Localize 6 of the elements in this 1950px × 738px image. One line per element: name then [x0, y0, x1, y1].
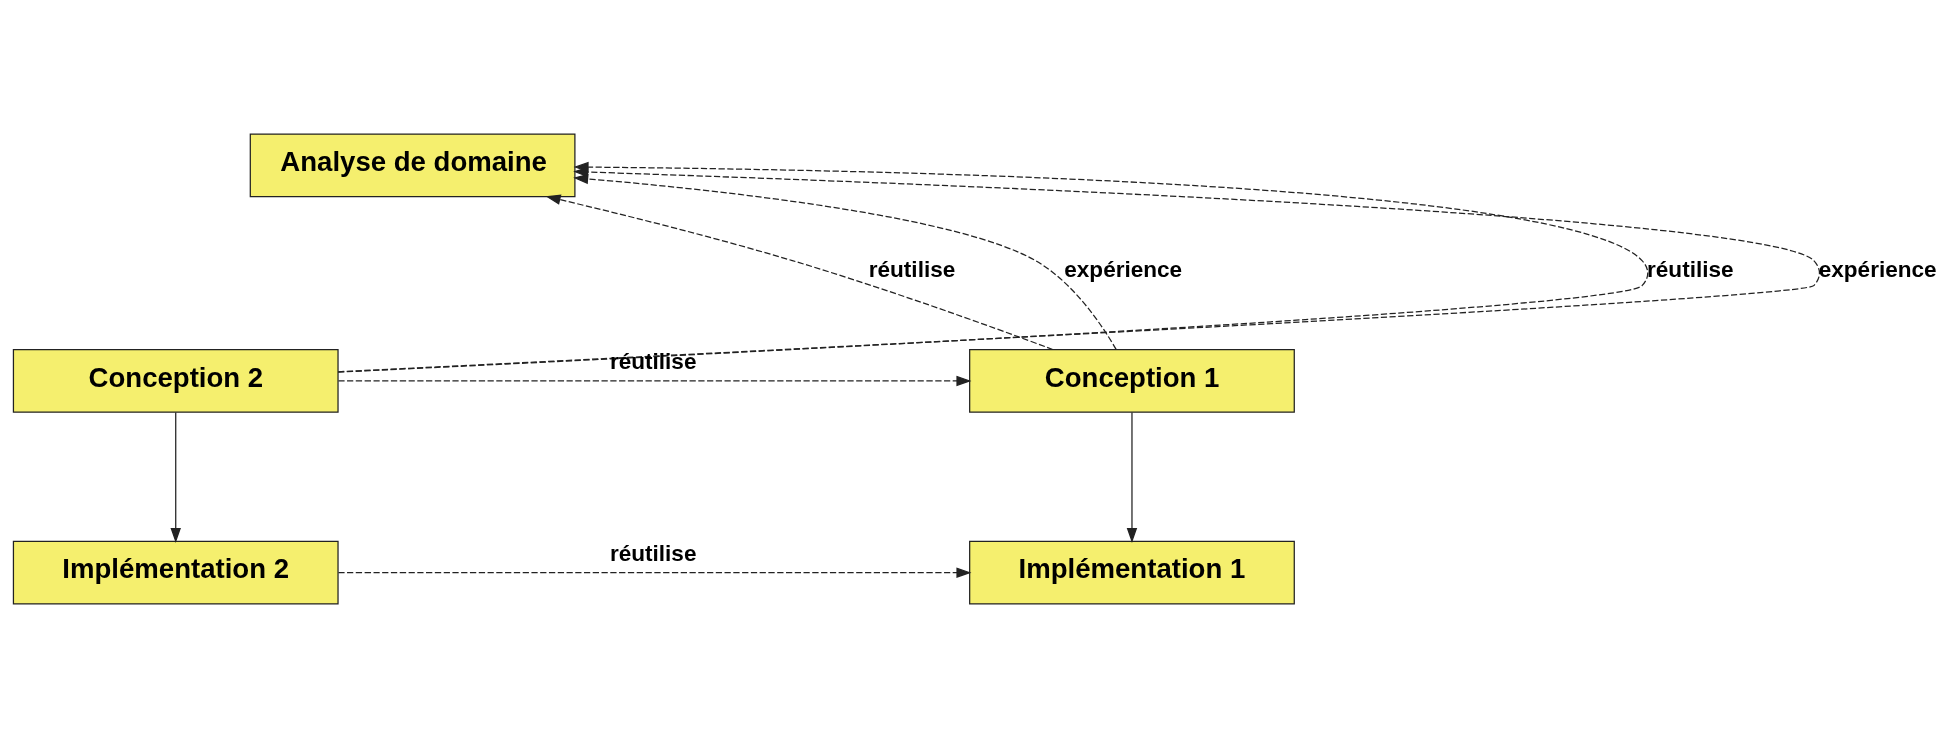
edge-label: réutilise [1647, 257, 1734, 283]
edge-label: réutilise [609, 348, 697, 374]
edge-label: expérience [1064, 257, 1183, 283]
edge-label: réutilise [609, 540, 697, 566]
edge-label: réutilise [868, 257, 956, 283]
edge-label: expérience [1818, 257, 1937, 283]
